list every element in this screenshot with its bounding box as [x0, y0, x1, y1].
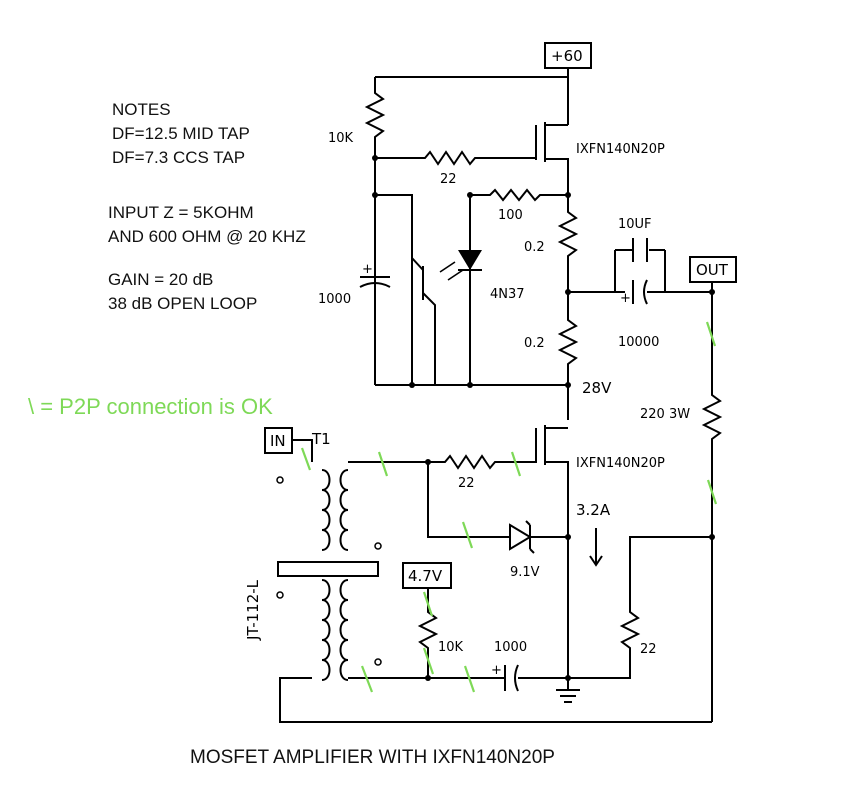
resistor-22-right [568, 536, 712, 679]
input-label: IN [270, 432, 286, 450]
transformer-name: T1 [311, 430, 331, 448]
cap-1000-bottom-plus: + [491, 663, 502, 678]
cap-1000-left-plus: + [362, 262, 373, 277]
led-diode [458, 250, 482, 270]
bias-label: 4.7V [408, 567, 443, 585]
mosfet-top [535, 122, 569, 195]
resistor-0-2-bottom [557, 292, 579, 420]
cap-1000-left-plate-bottom [359, 282, 391, 288]
optocoupler-label: 4N37 [490, 287, 525, 302]
cap-10uf-label: 10UF [618, 217, 652, 232]
current-label: 3.2A [576, 501, 611, 519]
junction-dot [565, 534, 571, 540]
cap-10000-plus: + [620, 291, 631, 306]
resistor-0-2-top-label: 0.2 [524, 240, 545, 255]
transformer-core [277, 561, 379, 577]
zener-feed-wire [427, 462, 510, 538]
cap-10uf [632, 238, 648, 262]
resistor-100-label: 100 [498, 208, 523, 223]
transformer-part: JT-112-L [244, 579, 262, 641]
primary-coil-upper [321, 469, 331, 551]
mosfet-bottom [535, 425, 569, 690]
junction-dot [709, 289, 715, 295]
node-28v-label: 28V [582, 379, 612, 397]
notes-heading: NOTES [112, 100, 171, 119]
junction-dot [425, 459, 431, 465]
resistor-22-gate-top-label: 22 [440, 172, 457, 187]
junction-dot [565, 192, 571, 198]
cap-10000-label: 10000 [618, 335, 659, 350]
junction-dot [409, 382, 415, 388]
note-input-z2: AND 600 OHM @ 20 KHZ [108, 227, 306, 246]
note-df-mid: DF=12.5 MID TAP [112, 124, 250, 143]
ground-icon [556, 678, 580, 703]
dot-secondary-bottom [374, 658, 382, 666]
zener-label: 9.1V [510, 565, 540, 580]
optocoupler-transistor [411, 240, 464, 385]
junction-dot [425, 675, 431, 681]
resistor-0-2-top [557, 195, 579, 292]
cap-1000-left-label: 1000 [318, 292, 351, 307]
p2p-marks [300, 321, 718, 693]
dot-secondary-top [374, 542, 382, 550]
note-gain: GAIN = 20 dB [108, 270, 213, 289]
resistor-220-label: 220 3W [640, 407, 690, 422]
junction-dot [709, 534, 715, 540]
resistor-100 [470, 188, 568, 202]
cap-10000-plate-b [643, 279, 648, 305]
cap-1000-bottom-plate-b [514, 664, 519, 692]
mosfet-bottom-label: IXFN140N20P [576, 456, 665, 471]
junction-dot [565, 289, 571, 295]
junction-dot [467, 192, 473, 198]
output-cap-bypass [614, 250, 666, 292]
resistor-10k-top-label: 10K [328, 131, 354, 146]
resistor-10k-top [364, 77, 386, 158]
note-input-z: INPUT Z = 5KOHM [108, 203, 254, 222]
resistor-220 [701, 282, 723, 722]
resistor-22-right-label: 22 [640, 642, 657, 657]
resistor-22-gate-bottom-label: 22 [458, 476, 475, 491]
resistor-10k-bottom-label: 10K [438, 640, 464, 655]
junction-dot [565, 675, 571, 681]
junction-dot [372, 155, 378, 161]
resistor-22-gate-bottom [428, 454, 536, 470]
junction-dot [467, 382, 473, 388]
schematic-title: MOSFET AMPLIFIER WITH IXFN140N20P [190, 747, 555, 768]
zener-diode [509, 523, 532, 551]
mosfet-top-label: IXFN140N20P [576, 142, 665, 157]
note-df-ccs: DF=7.3 CCS TAP [112, 148, 245, 167]
opto-feed-wire [375, 194, 413, 385]
secondary-coil-lower [339, 579, 349, 681]
junction-dot [565, 382, 571, 388]
dot-primary-top [276, 476, 284, 484]
note-open-loop: 38 dB OPEN LOOP [108, 294, 257, 313]
primary-coil-lower [321, 579, 331, 681]
return-wire [279, 677, 712, 723]
resistor-10k-bottom [417, 588, 439, 678]
junction-dot [372, 192, 378, 198]
secondary-coil-upper [339, 469, 349, 551]
current-arrow-head [589, 555, 603, 567]
resistor-0-2-bottom-label: 0.2 [524, 336, 545, 351]
cap-1000-bottom-label: 1000 [494, 640, 527, 655]
resistor-22-gate-top [375, 150, 536, 166]
p2p-legend: \ = P2P connection is OK [28, 394, 273, 419]
dot-primary-bottom [276, 591, 284, 599]
input-wire [292, 439, 313, 462]
output-label: OUT [696, 261, 729, 279]
supply-label: +60 [551, 47, 583, 65]
